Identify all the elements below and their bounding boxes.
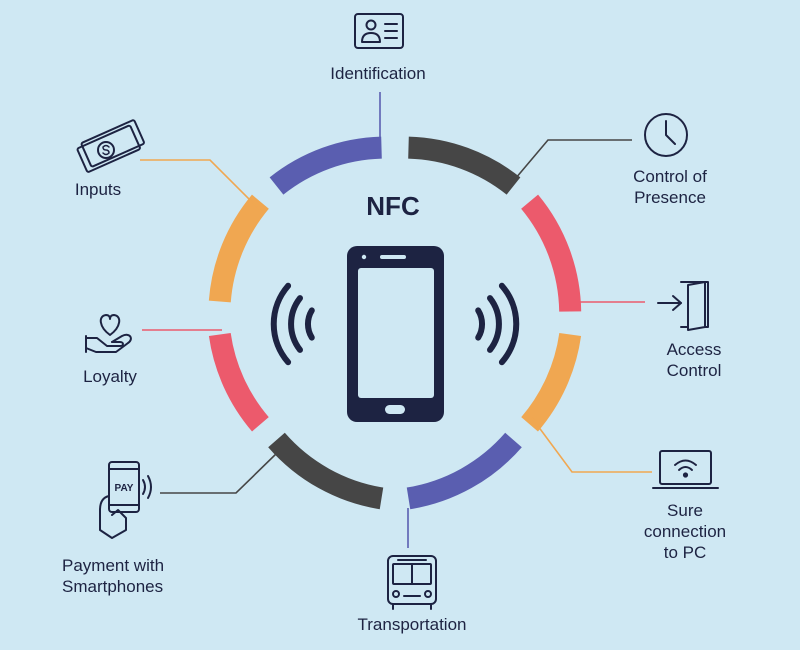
connector-control-of-presence bbox=[509, 139, 632, 186]
connector-sure-connection bbox=[531, 417, 652, 473]
door-enter-icon bbox=[657, 281, 709, 331]
ring-segment-sure-connection bbox=[521, 332, 582, 432]
label-inputs-text: Inputs bbox=[74, 180, 122, 199]
ring-segment-identification bbox=[269, 136, 383, 195]
ring-segment-inputs bbox=[208, 194, 269, 303]
money-icon bbox=[76, 119, 145, 173]
label-control-of-presence: Control of Presence bbox=[600, 166, 740, 208]
label-payment-line-1: Payment with bbox=[62, 556, 165, 575]
label-inputs: Inputs bbox=[48, 179, 148, 200]
ring-segment-transportation bbox=[406, 432, 522, 510]
label-sure-connection-line-3: to PC bbox=[663, 543, 707, 562]
smartphone-icon bbox=[347, 246, 444, 422]
label-loyalty: Loyalty bbox=[60, 366, 160, 387]
label-identification: Identification bbox=[278, 63, 478, 84]
ring-segment-control-of-presence bbox=[407, 136, 521, 195]
heart-hand-icon bbox=[85, 314, 132, 353]
label-sure-connection-line-2: connection bbox=[643, 522, 727, 541]
bus-icon bbox=[387, 555, 437, 610]
id-card-icon bbox=[354, 13, 404, 49]
label-sure-connection-line-1: Sure bbox=[667, 501, 703, 520]
laptop-wifi-icon bbox=[652, 450, 719, 489]
nfc-waves-icon bbox=[270, 282, 520, 366]
connectors bbox=[140, 92, 652, 548]
ring bbox=[208, 136, 582, 510]
label-loyalty-text: Loyalty bbox=[83, 367, 137, 386]
label-control-of-presence-line-2: Presence bbox=[634, 188, 706, 207]
ring-segment-loyalty bbox=[208, 332, 269, 432]
label-identification-text: Identification bbox=[330, 64, 426, 83]
label-payment-line-2: Smartphones bbox=[62, 577, 164, 596]
label-payment: Payment with Smartphones bbox=[62, 555, 212, 597]
connector-inputs bbox=[140, 159, 263, 213]
connector-payment bbox=[160, 451, 279, 494]
label-access-control: Access Control bbox=[634, 339, 754, 381]
label-control-of-presence-line-1: Control of bbox=[633, 167, 707, 186]
clock-icon bbox=[644, 113, 688, 157]
label-sure-connection: Sure connection to PC bbox=[620, 500, 750, 563]
label-access-control-line-1: Access bbox=[666, 340, 722, 359]
label-transportation-text: Transportation bbox=[357, 615, 467, 634]
pay-icon-text: PAY bbox=[115, 483, 134, 494]
ring-segment-payment bbox=[268, 432, 384, 510]
label-access-control-line-2: Control bbox=[666, 361, 722, 380]
ring-segment-access-control bbox=[521, 194, 582, 312]
nfc-title: NFC bbox=[366, 191, 420, 221]
label-transportation: Transportation bbox=[312, 614, 512, 635]
wave-left-icon bbox=[270, 282, 315, 366]
phone-pay-icon bbox=[99, 461, 152, 539]
wave-right-icon bbox=[475, 282, 520, 366]
